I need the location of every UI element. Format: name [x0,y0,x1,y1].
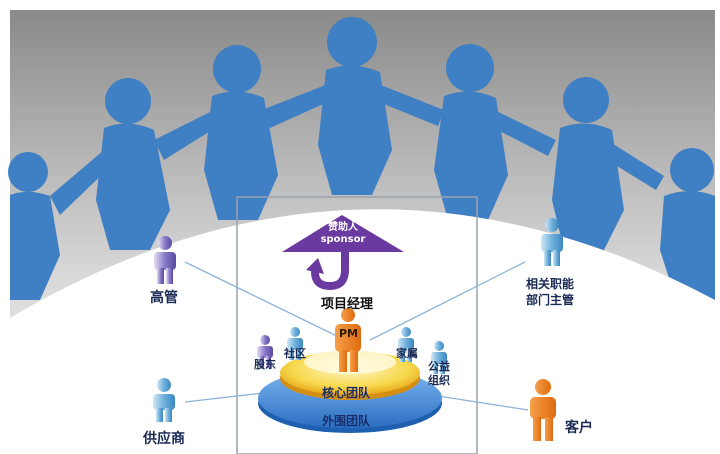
supplier-label: 供应商 [143,431,185,447]
sponsor-umbrella [282,215,404,291]
customer-person-icon [530,379,556,441]
welfare-line1: 公益 [428,360,450,373]
supplier-person-icon [153,378,175,422]
family-label: 家属 [396,347,418,360]
pm-badge: PM [339,327,359,340]
outer-team-label: 外围团队 [322,414,371,428]
center-frame [236,196,478,454]
shareholder-person-icon [257,335,273,368]
functional-manager-person-icon [541,218,563,266]
community-person-icon [287,327,303,360]
welfare-person-icon [431,341,447,374]
welfare-line2: 组织 [428,374,450,387]
functional-manager-line2: 部门主管 [526,293,575,307]
family-person-icon [398,327,414,362]
functional-manager-label: 相关职能 部门主管 [526,276,574,308]
welfare-label: 公益 组织 [428,360,450,388]
team-rings [258,350,442,433]
crowd-silhouettes [8,17,715,300]
pm-person-icon [335,308,361,372]
executive-person-icon [154,236,176,284]
executive-label: 高管 [150,290,178,306]
customer-label: 客户 [565,420,593,436]
pm-title: 项目经理 [321,297,374,312]
shareholder-label: 股东 [254,358,276,371]
community-label: 社区 [284,347,306,360]
core-team-label: 核心团队 [322,386,371,400]
sponsor-label: 赞助人 sponsor [312,222,374,246]
sponsor-en: sponsor [320,234,366,245]
functional-manager-line1: 相关职能 [526,277,575,291]
connector-lines [184,261,529,411]
sponsor-cn: 赞助人 [328,222,358,233]
